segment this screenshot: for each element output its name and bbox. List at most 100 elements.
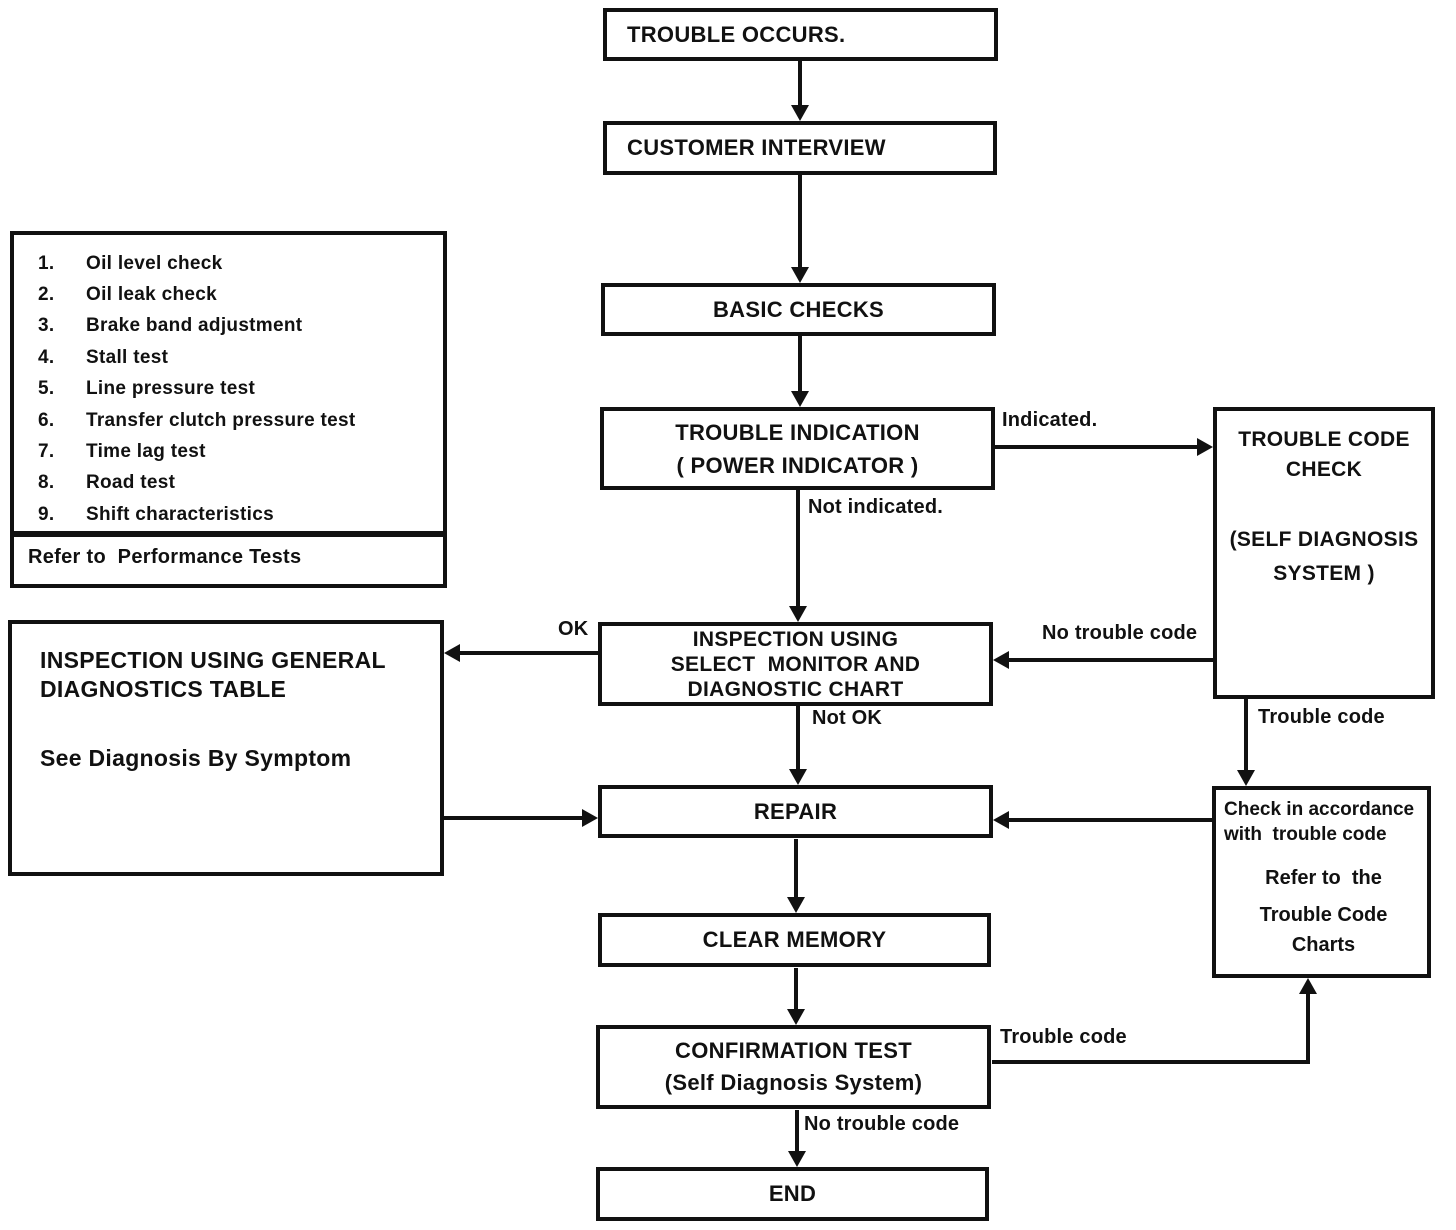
node-confirmation-test: CONFIRMATION TEST (Self Diagnosis System… xyxy=(596,1025,991,1109)
list-item-number: 4. xyxy=(38,346,55,368)
node-inspection-select-line1: INSPECTION USING xyxy=(692,627,899,651)
node-trouble-code-check-subtitle: (SELF DIAGNOSIS SYSTEM ) xyxy=(1217,523,1431,591)
edge-label-trouble-code-bottom: Trouble code xyxy=(1000,1026,1127,1048)
node-trouble-occurs-label: TROUBLE OCCURS. xyxy=(627,21,846,47)
edge-basic-checks-to-indication xyxy=(798,336,802,393)
arrowhead-down xyxy=(791,267,809,283)
list-item-number: 2. xyxy=(38,284,55,306)
node-trouble-code-charts-ref: Refer to the Trouble Code Charts xyxy=(1224,863,1423,960)
edge-trouble-code-bottom-h xyxy=(992,1060,1310,1064)
edge-label-not-ok: Not OK xyxy=(812,707,883,729)
list-item-text: Road test xyxy=(86,472,176,494)
edge-trouble-code-bottom-v xyxy=(1306,992,1310,1064)
edge-label-no-trouble-code-bottom: No trouble code xyxy=(804,1113,960,1135)
node-customer-interview: CUSTOMER INTERVIEW xyxy=(603,121,997,175)
node-general-diagnostics-line1: INSPECTION USING GENERAL xyxy=(40,647,386,673)
edge-label-not-indicated: Not indicated. xyxy=(808,496,944,518)
arrowhead-left xyxy=(444,644,460,662)
edge-indicated xyxy=(995,445,1199,449)
arrowhead-left xyxy=(993,651,1009,669)
node-inspection-select-line2: SELECT MONITOR AND xyxy=(670,652,921,676)
node-trouble-code-check: TROUBLE CODE CHECK (SELF DIAGNOSIS SYSTE… xyxy=(1213,407,1435,699)
node-repair-label: REPAIR xyxy=(753,798,838,824)
edge-label-no-trouble-code: No trouble code xyxy=(1042,622,1198,644)
node-basic-checks-label: BASIC CHECKS xyxy=(712,296,885,322)
edge-label-trouble-code-right: Trouble code xyxy=(1258,706,1385,728)
list-item-text: Transfer clutch pressure test xyxy=(86,409,356,431)
list-item-text: Line pressure test xyxy=(86,378,256,400)
list-item-text: Time lag test xyxy=(86,441,206,463)
node-general-diagnostics-symptom: See Diagnosis By Symptom xyxy=(40,745,352,771)
list-item-number: 8. xyxy=(38,472,55,494)
list-item-number: 5. xyxy=(38,378,55,400)
list-item: 1.Oil level check xyxy=(38,248,443,279)
edge-interview-to-basic-checks xyxy=(798,175,802,269)
arrowhead-down xyxy=(791,391,809,407)
edge-charts-to-repair xyxy=(1008,818,1212,822)
node-trouble-code-charts-line2: with trouble code xyxy=(1224,824,1387,845)
performance-tests-footer: Refer to Performance Tests xyxy=(14,530,443,584)
node-trouble-indication: TROUBLE INDICATION ( POWER INDICATOR ) xyxy=(600,407,995,490)
node-end: END xyxy=(596,1167,989,1221)
node-trouble-code-charts-line1: Check in accordance xyxy=(1224,799,1415,820)
node-trouble-indication-line2: ( POWER INDICATOR ) xyxy=(676,452,919,478)
list-item-number: 7. xyxy=(38,441,55,463)
node-end-label: END xyxy=(768,1181,817,1206)
list-item-number: 1. xyxy=(38,252,55,274)
edge-no-trouble-code-bottom xyxy=(795,1110,799,1154)
arrowhead-right xyxy=(1197,438,1213,456)
node-trouble-indication-line1: TROUBLE INDICATION xyxy=(675,419,920,445)
edge-clear-memory-to-confirmation xyxy=(794,968,798,1011)
arrowhead-down xyxy=(787,897,805,913)
list-item-text: Brake band adjustment xyxy=(86,315,303,337)
list-item: 5. Line pressure test xyxy=(38,374,443,405)
arrowhead-right xyxy=(582,809,598,827)
arrowhead-down xyxy=(791,105,809,121)
node-trouble-code-charts-line5: Charts xyxy=(1291,934,1356,956)
arrowhead-left xyxy=(993,811,1009,829)
arrowhead-down xyxy=(1237,770,1255,786)
node-trouble-code-check-line4: SYSTEM ) xyxy=(1273,562,1375,585)
list-item: 3.Brake band adjustment xyxy=(38,311,443,342)
node-trouble-code-charts-check: Check in accordance with trouble code xyxy=(1224,797,1423,847)
node-trouble-code-charts-line4: Trouble Code xyxy=(1259,904,1388,926)
node-basic-checks: BASIC CHECKS xyxy=(601,283,996,336)
arrowhead-down xyxy=(789,606,807,622)
node-repair: REPAIR xyxy=(598,785,993,838)
list-item-text: Stall test xyxy=(86,346,169,368)
edge-label-indicated: Indicated. xyxy=(1002,409,1098,431)
edge-no-trouble-code xyxy=(1008,658,1213,662)
edge-not-ok xyxy=(796,706,800,771)
node-clear-memory-label: CLEAR MEMORY xyxy=(702,927,887,952)
list-item: 8. Road test xyxy=(38,468,443,499)
node-inspection-select-monitor: INSPECTION USING SELECT MONITOR AND DIAG… xyxy=(598,622,993,706)
edge-occurs-to-interview xyxy=(798,61,802,108)
node-trouble-occurs: TROUBLE OCCURS. xyxy=(603,8,998,61)
arrowhead-down xyxy=(787,1009,805,1025)
list-item: 9. Shift characteristics xyxy=(38,499,443,530)
edge-label-ok: OK xyxy=(558,618,589,640)
node-trouble-code-check-line3: (SELF DIAGNOSIS xyxy=(1229,528,1419,551)
node-clear-memory: CLEAR MEMORY xyxy=(598,913,991,967)
list-item: 6. Transfer clutch pressure test xyxy=(38,405,443,436)
node-customer-interview-label: CUSTOMER INTERVIEW xyxy=(627,135,886,160)
performance-tests-list: 1.Oil level check 2. Oil leak check 3.Bra… xyxy=(14,235,443,531)
list-item: 4. Stall test xyxy=(38,342,443,373)
arrowhead-down xyxy=(789,769,807,785)
list-item-number: 9. xyxy=(38,503,55,525)
node-trouble-code-charts-line3: Refer to the xyxy=(1265,867,1382,889)
node-confirmation-test-line2: (Self Diagnosis System) xyxy=(664,1070,923,1095)
edge-trouble-code-right xyxy=(1244,699,1248,772)
node-trouble-code-check-line2: CHECK xyxy=(1285,458,1363,481)
node-trouble-code-charts: Check in accordance with trouble code Re… xyxy=(1212,786,1431,978)
node-trouble-code-check-line1: TROUBLE CODE xyxy=(1238,428,1410,451)
node-general-diagnostics-line2: DIAGNOSTICS TABLE xyxy=(40,676,287,702)
list-item-number: 6. xyxy=(38,409,55,431)
performance-tests-box: 1.Oil level check 2. Oil leak check 3.Bra… xyxy=(10,231,447,588)
node-general-diagnostics: INSPECTION USING GENERAL DIAGNOSTICS TAB… xyxy=(8,620,444,876)
list-item: 2. Oil leak check xyxy=(38,279,443,310)
edge-ok xyxy=(459,651,598,655)
list-item-text: Oil leak check xyxy=(86,284,217,306)
list-item-text: Shift characteristics xyxy=(86,503,274,525)
